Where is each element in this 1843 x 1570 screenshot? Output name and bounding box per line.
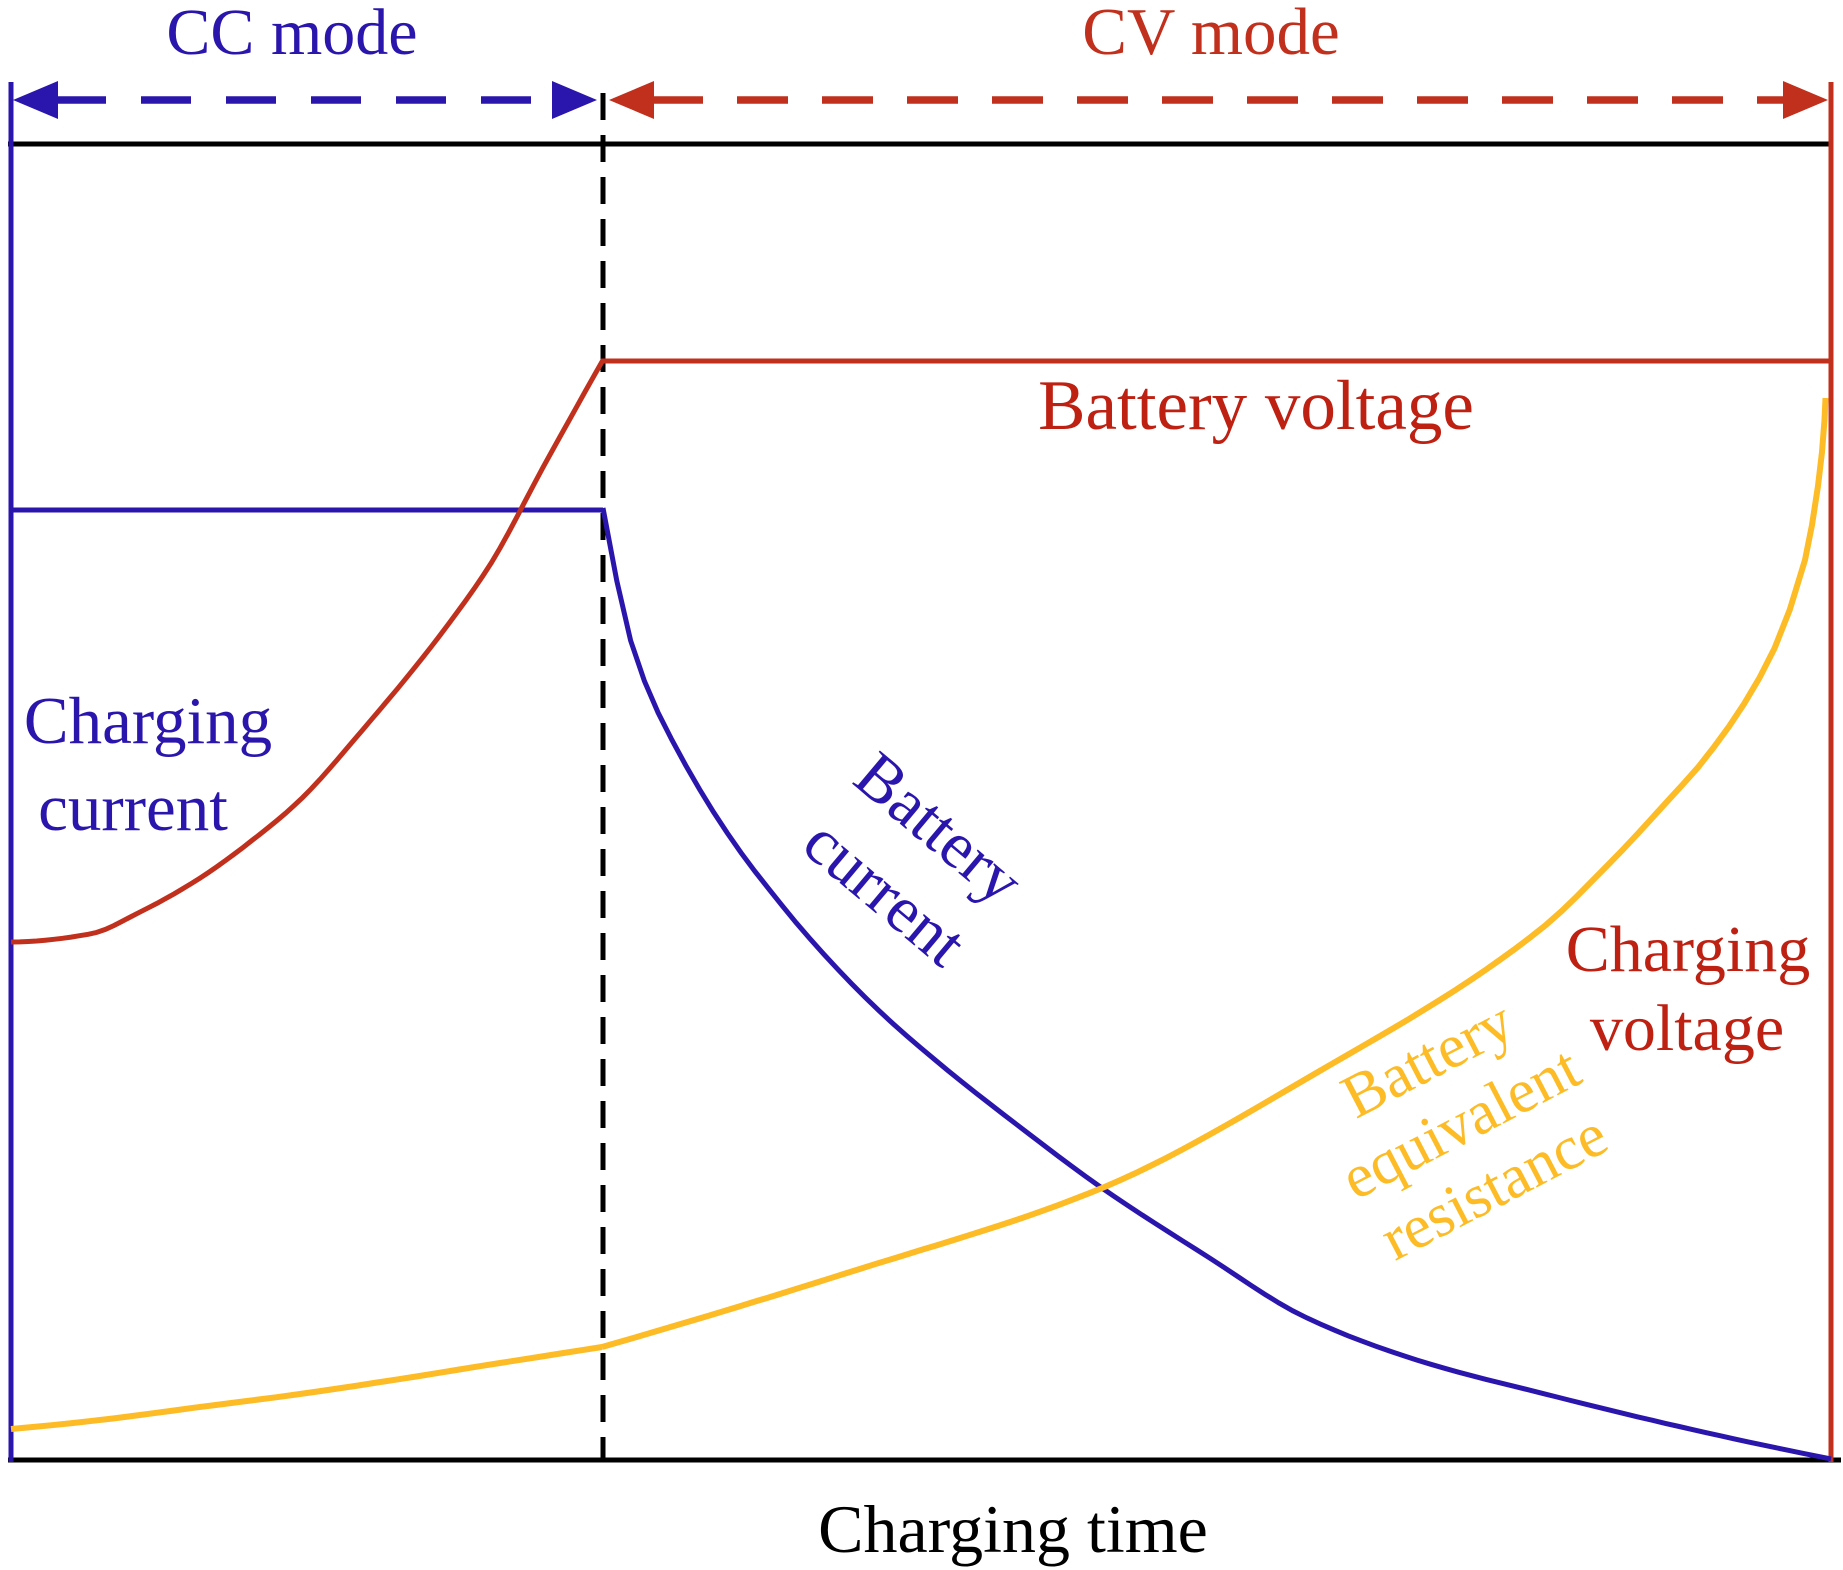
svg-text:Battery voltage: Battery voltage	[1038, 367, 1474, 445]
svg-text:current: current	[38, 771, 228, 845]
svg-text:voltage: voltage	[1590, 992, 1784, 1065]
svg-text:Charging: Charging	[1566, 913, 1810, 986]
svg-text:Charging: Charging	[24, 684, 272, 758]
svg-text:CC mode: CC mode	[166, 0, 417, 69]
svg-text:CV mode: CV mode	[1082, 0, 1339, 69]
svg-text:Charging time: Charging time	[818, 1491, 1208, 1567]
